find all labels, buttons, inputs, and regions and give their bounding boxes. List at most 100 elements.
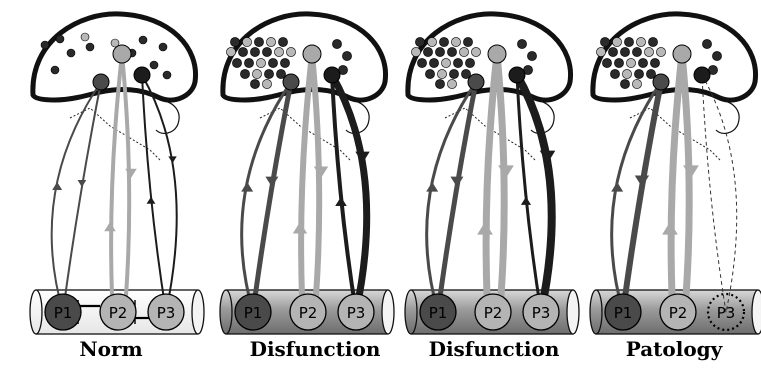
neuron-dot [264, 69, 273, 78]
neuron-dot [51, 66, 59, 74]
p1-down-arrow [265, 177, 278, 187]
p3-top-node [134, 67, 150, 83]
p1-top-node [468, 74, 484, 90]
neuron-dot [644, 47, 653, 56]
neuron-dot [612, 37, 621, 46]
neuron-dot [517, 39, 526, 48]
neuron-dot [608, 47, 617, 56]
p1-down-arrow [78, 180, 87, 187]
neuron-dot [648, 37, 657, 46]
neuron-dot [632, 79, 641, 88]
neuron-dot [274, 47, 283, 56]
p2-descending-path [682, 54, 689, 296]
p3-down-arrow [168, 156, 176, 163]
neuron-dot [435, 79, 444, 88]
neuron-dot [256, 58, 265, 67]
neuron-dot [286, 47, 295, 56]
panel-4: P1 P2 P3 [590, 14, 761, 334]
neuron-dot [262, 79, 271, 88]
neuron-dot [244, 58, 253, 67]
tube-right-end [567, 290, 579, 334]
neuron-dot [632, 47, 641, 56]
neuron-dot [163, 71, 171, 79]
p3-ascending-path [332, 75, 356, 312]
p3-down-arrow [355, 152, 369, 164]
neuron-dot [427, 37, 436, 46]
neuron-dot [463, 37, 472, 46]
neuron-dot [250, 47, 259, 56]
caption-norm: Norm [46, 337, 176, 367]
neuron-dot [620, 79, 629, 88]
neuron-dot [41, 41, 49, 49]
p1-down-arrow [635, 175, 649, 187]
p3-up-arrow [147, 197, 156, 204]
p1-descending-path [63, 82, 101, 312]
brainstem-outline [716, 100, 739, 133]
neuron-dot [332, 39, 341, 48]
neuron-dot [417, 58, 426, 67]
tube-left-end [405, 290, 417, 334]
tube-right-end [192, 290, 204, 334]
neuron-dot [254, 37, 263, 46]
caption-patology: Patology [604, 337, 744, 367]
tube-left-end [220, 290, 232, 334]
neuron-dot [441, 58, 450, 67]
node-label-p3: P3 [157, 304, 176, 322]
tube-left-end [590, 290, 602, 334]
neuron-dot [415, 37, 424, 46]
neuron-dot [600, 37, 609, 46]
neuron-dot [447, 79, 456, 88]
neuron-dot [266, 37, 275, 46]
neuron-dot [636, 37, 645, 46]
p2-top-node [303, 45, 321, 63]
p2-up-arrow [477, 222, 493, 235]
tube-right-end [752, 290, 761, 334]
node-label-p2: P2 [484, 304, 503, 322]
neuron-dot [596, 47, 605, 56]
node-label-p1: P1 [614, 304, 633, 322]
node-label-p2: P2 [109, 304, 128, 322]
p2-top-node [113, 45, 131, 63]
node-label-p1: P1 [429, 304, 448, 322]
p1-up-arrow [426, 182, 438, 192]
caption-disfunction-2: Disfunction [409, 337, 579, 367]
neuron-dot [439, 37, 448, 46]
p2-top-node [488, 45, 506, 63]
panel-2: P1P2P3 [220, 14, 394, 334]
neuron-dot [250, 79, 259, 88]
neuron-dot [278, 37, 287, 46]
node-label-p1: P1 [54, 304, 73, 322]
p3-top-node [509, 67, 525, 83]
neuron-dot [471, 47, 480, 56]
node-label-p1: P1 [244, 304, 263, 322]
neuron-dot [702, 39, 711, 48]
p2-top-node [673, 45, 691, 63]
neuron-dot [81, 33, 89, 41]
neuron-dot [451, 37, 460, 46]
neuron-dot [252, 69, 261, 78]
neuron-dot [56, 35, 64, 43]
p1-top-node [283, 74, 299, 90]
neuron-dot [602, 58, 611, 67]
node-label-p2: P2 [669, 304, 688, 322]
neuron-dot [67, 49, 75, 57]
neuron-dot [610, 69, 619, 78]
node-label-p3: P3 [717, 304, 736, 322]
p3-up-arrow [335, 197, 347, 206]
p3-descending-path [142, 75, 177, 312]
p1-down-arrow [450, 177, 463, 187]
neuron-dot [240, 69, 249, 78]
p3-descending-path [702, 75, 737, 312]
neuron-dot [238, 47, 247, 56]
neuron-dot [614, 58, 623, 67]
p3-top-node [694, 67, 710, 83]
neuron-dot [342, 51, 351, 60]
node-label-p3: P3 [347, 304, 366, 322]
neuron-dot [268, 58, 277, 67]
neuron-dot [465, 58, 474, 67]
neuron-dot [447, 47, 456, 56]
p1-up-arrow [52, 182, 62, 190]
neuron-dot [86, 43, 94, 51]
p1-top-node [93, 74, 109, 90]
